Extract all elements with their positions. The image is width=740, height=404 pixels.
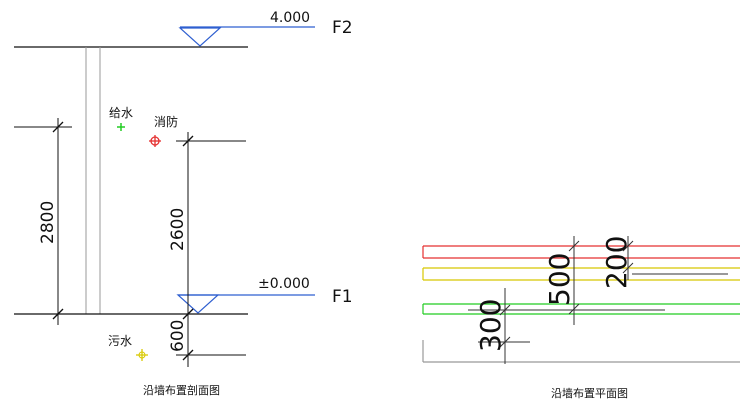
f1-floor-label: F1 [332,287,353,307]
dimension-600 [176,349,246,361]
plan-dimension-300-text: 300 [474,299,507,352]
water-supply-pipe-marker [117,123,125,131]
plan-caption: 沿墙布置平面图 [551,386,628,400]
f1-level-triangle [176,294,220,314]
water-supply-label: 给水 [109,106,133,120]
sewage-pipe-marker [136,349,148,361]
f1-elevation-text: ±0.000 [258,276,310,292]
plan-dimension-lines [468,236,728,364]
plan-dimension-200-text: 200 [600,236,633,289]
plan-view: 500 200 300 沿墙布置平面图 [422,236,740,400]
dimension-2600 [176,132,246,367]
f2-level-triangle [178,27,222,47]
fire-pipe-label: 消防 [154,114,178,129]
dimension-600-text: 600 [168,320,188,352]
section-caption: 沿墙布置剖面图 [143,383,220,397]
fire-pipe-marker [149,135,161,147]
dimension-2800-text: 2800 [38,201,58,244]
sewage-pipe-label: 污水 [108,334,132,348]
dimension-2600-text: 2600 [168,208,188,251]
section-view: 4.000 F2 给水 消防 污水 [14,10,353,397]
f2-floor-label: F2 [332,18,353,38]
plan-dimension-500-text: 500 [543,253,576,306]
f2-elevation-text: 4.000 [270,10,310,26]
